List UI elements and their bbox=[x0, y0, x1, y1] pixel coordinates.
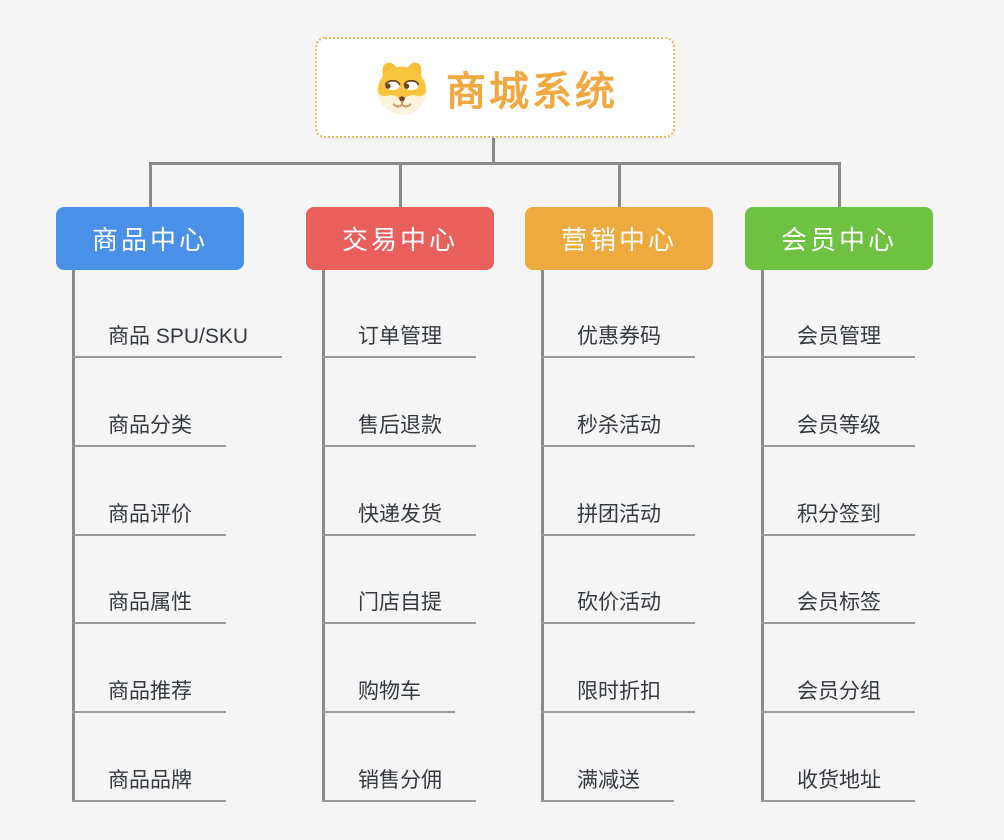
leaf-node-2-1[interactable]: 订单管理 bbox=[322, 322, 476, 358]
leaf-node-3-2[interactable]: 秒杀活动 bbox=[541, 411, 695, 447]
leaf-node-3-3[interactable]: 拼团活动 bbox=[541, 500, 695, 536]
connector-drop-branch-2 bbox=[399, 164, 402, 208]
connector-drop-branch-3 bbox=[618, 164, 621, 208]
root-node-label: 商城系统 bbox=[446, 69, 618, 114]
branch-node-3[interactable]: 营销中心 bbox=[525, 207, 713, 270]
connector-spine-branch-4 bbox=[761, 270, 764, 802]
leaf-node-4-5[interactable]: 会员分组 bbox=[761, 677, 915, 713]
leaf-node-2-4[interactable]: 门店自提 bbox=[322, 588, 476, 624]
leaf-node-2-6[interactable]: 销售分佣 bbox=[322, 766, 476, 802]
leaf-node-2-3[interactable]: 快递发货 bbox=[322, 500, 476, 536]
branch-node-2[interactable]: 交易中心 bbox=[306, 207, 494, 270]
leaf-node-4-6[interactable]: 收货地址 bbox=[761, 766, 915, 802]
leaf-node-1-3[interactable]: 商品评价 bbox=[72, 500, 226, 536]
connector-spine-branch-2 bbox=[322, 270, 325, 802]
connector-spine-branch-1 bbox=[72, 270, 75, 802]
leaf-node-4-1[interactable]: 会员管理 bbox=[761, 322, 915, 358]
leaf-node-3-4[interactable]: 砍价活动 bbox=[541, 588, 695, 624]
leaf-node-3-6[interactable]: 满减送 bbox=[541, 766, 674, 802]
leaf-node-4-2[interactable]: 会员等级 bbox=[761, 411, 915, 447]
connector-drop-branch-1 bbox=[149, 164, 152, 208]
connector-spine-branch-3 bbox=[541, 270, 544, 802]
leaf-node-1-1[interactable]: 商品 SPU/SKU bbox=[72, 322, 283, 358]
branch-node-4[interactable]: 会员中心 bbox=[745, 207, 933, 270]
leaf-node-2-2[interactable]: 售后退款 bbox=[322, 411, 476, 447]
doge-face-icon bbox=[372, 61, 432, 115]
leaf-node-4-4[interactable]: 会员标签 bbox=[761, 588, 915, 624]
leaf-node-3-1[interactable]: 优惠券码 bbox=[541, 322, 695, 358]
root-node-mall-system[interactable]: 商城系统 bbox=[315, 37, 675, 138]
leaf-node-1-5[interactable]: 商品推荐 bbox=[72, 677, 226, 713]
connector-bus bbox=[149, 162, 841, 165]
branch-node-1[interactable]: 商品中心 bbox=[56, 207, 244, 270]
leaf-node-4-3[interactable]: 积分签到 bbox=[761, 500, 915, 536]
leaf-node-3-5[interactable]: 限时折扣 bbox=[541, 677, 695, 713]
leaf-node-2-5[interactable]: 购物车 bbox=[322, 677, 455, 713]
connector-root-stub bbox=[492, 138, 495, 164]
leaf-node-1-4[interactable]: 商品属性 bbox=[72, 588, 226, 624]
leaf-node-1-2[interactable]: 商品分类 bbox=[72, 411, 226, 447]
connector-drop-branch-4 bbox=[838, 164, 841, 208]
leaf-node-1-6[interactable]: 商品品牌 bbox=[72, 766, 226, 802]
